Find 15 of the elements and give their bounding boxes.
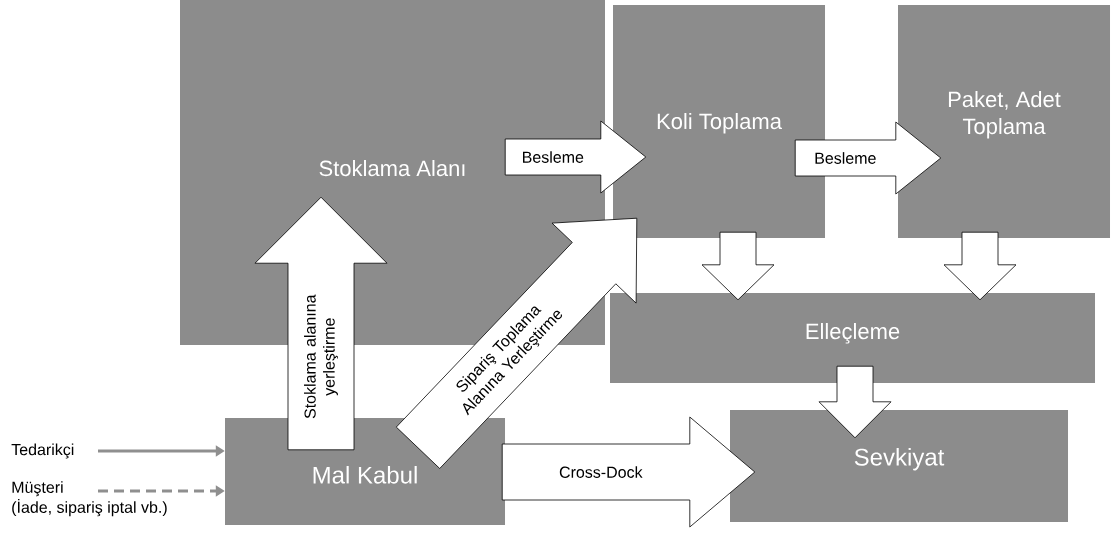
block-arrow [501, 416, 756, 528]
block-arrow [794, 121, 942, 195]
block-arrow [395, 217, 638, 469]
block-arrow [254, 196, 388, 451]
area-box: Paket, Adet Toplama [898, 5, 1110, 238]
edge-label: Cross-Dock [559, 466, 643, 478]
block-arrow [818, 365, 892, 439]
area-box: Sevkiyat [730, 410, 1068, 522]
source-label: Tedarikçi [11, 443, 74, 459]
block-arrow [504, 120, 647, 194]
source-label: Müşteri (İade, sipariş iptal vb.) [12, 481, 167, 517]
edge-label: Besleme [523, 151, 584, 163]
block-arrow [943, 231, 1017, 301]
area-box: Elleçleme [610, 293, 1095, 383]
block-arrow [701, 231, 775, 301]
